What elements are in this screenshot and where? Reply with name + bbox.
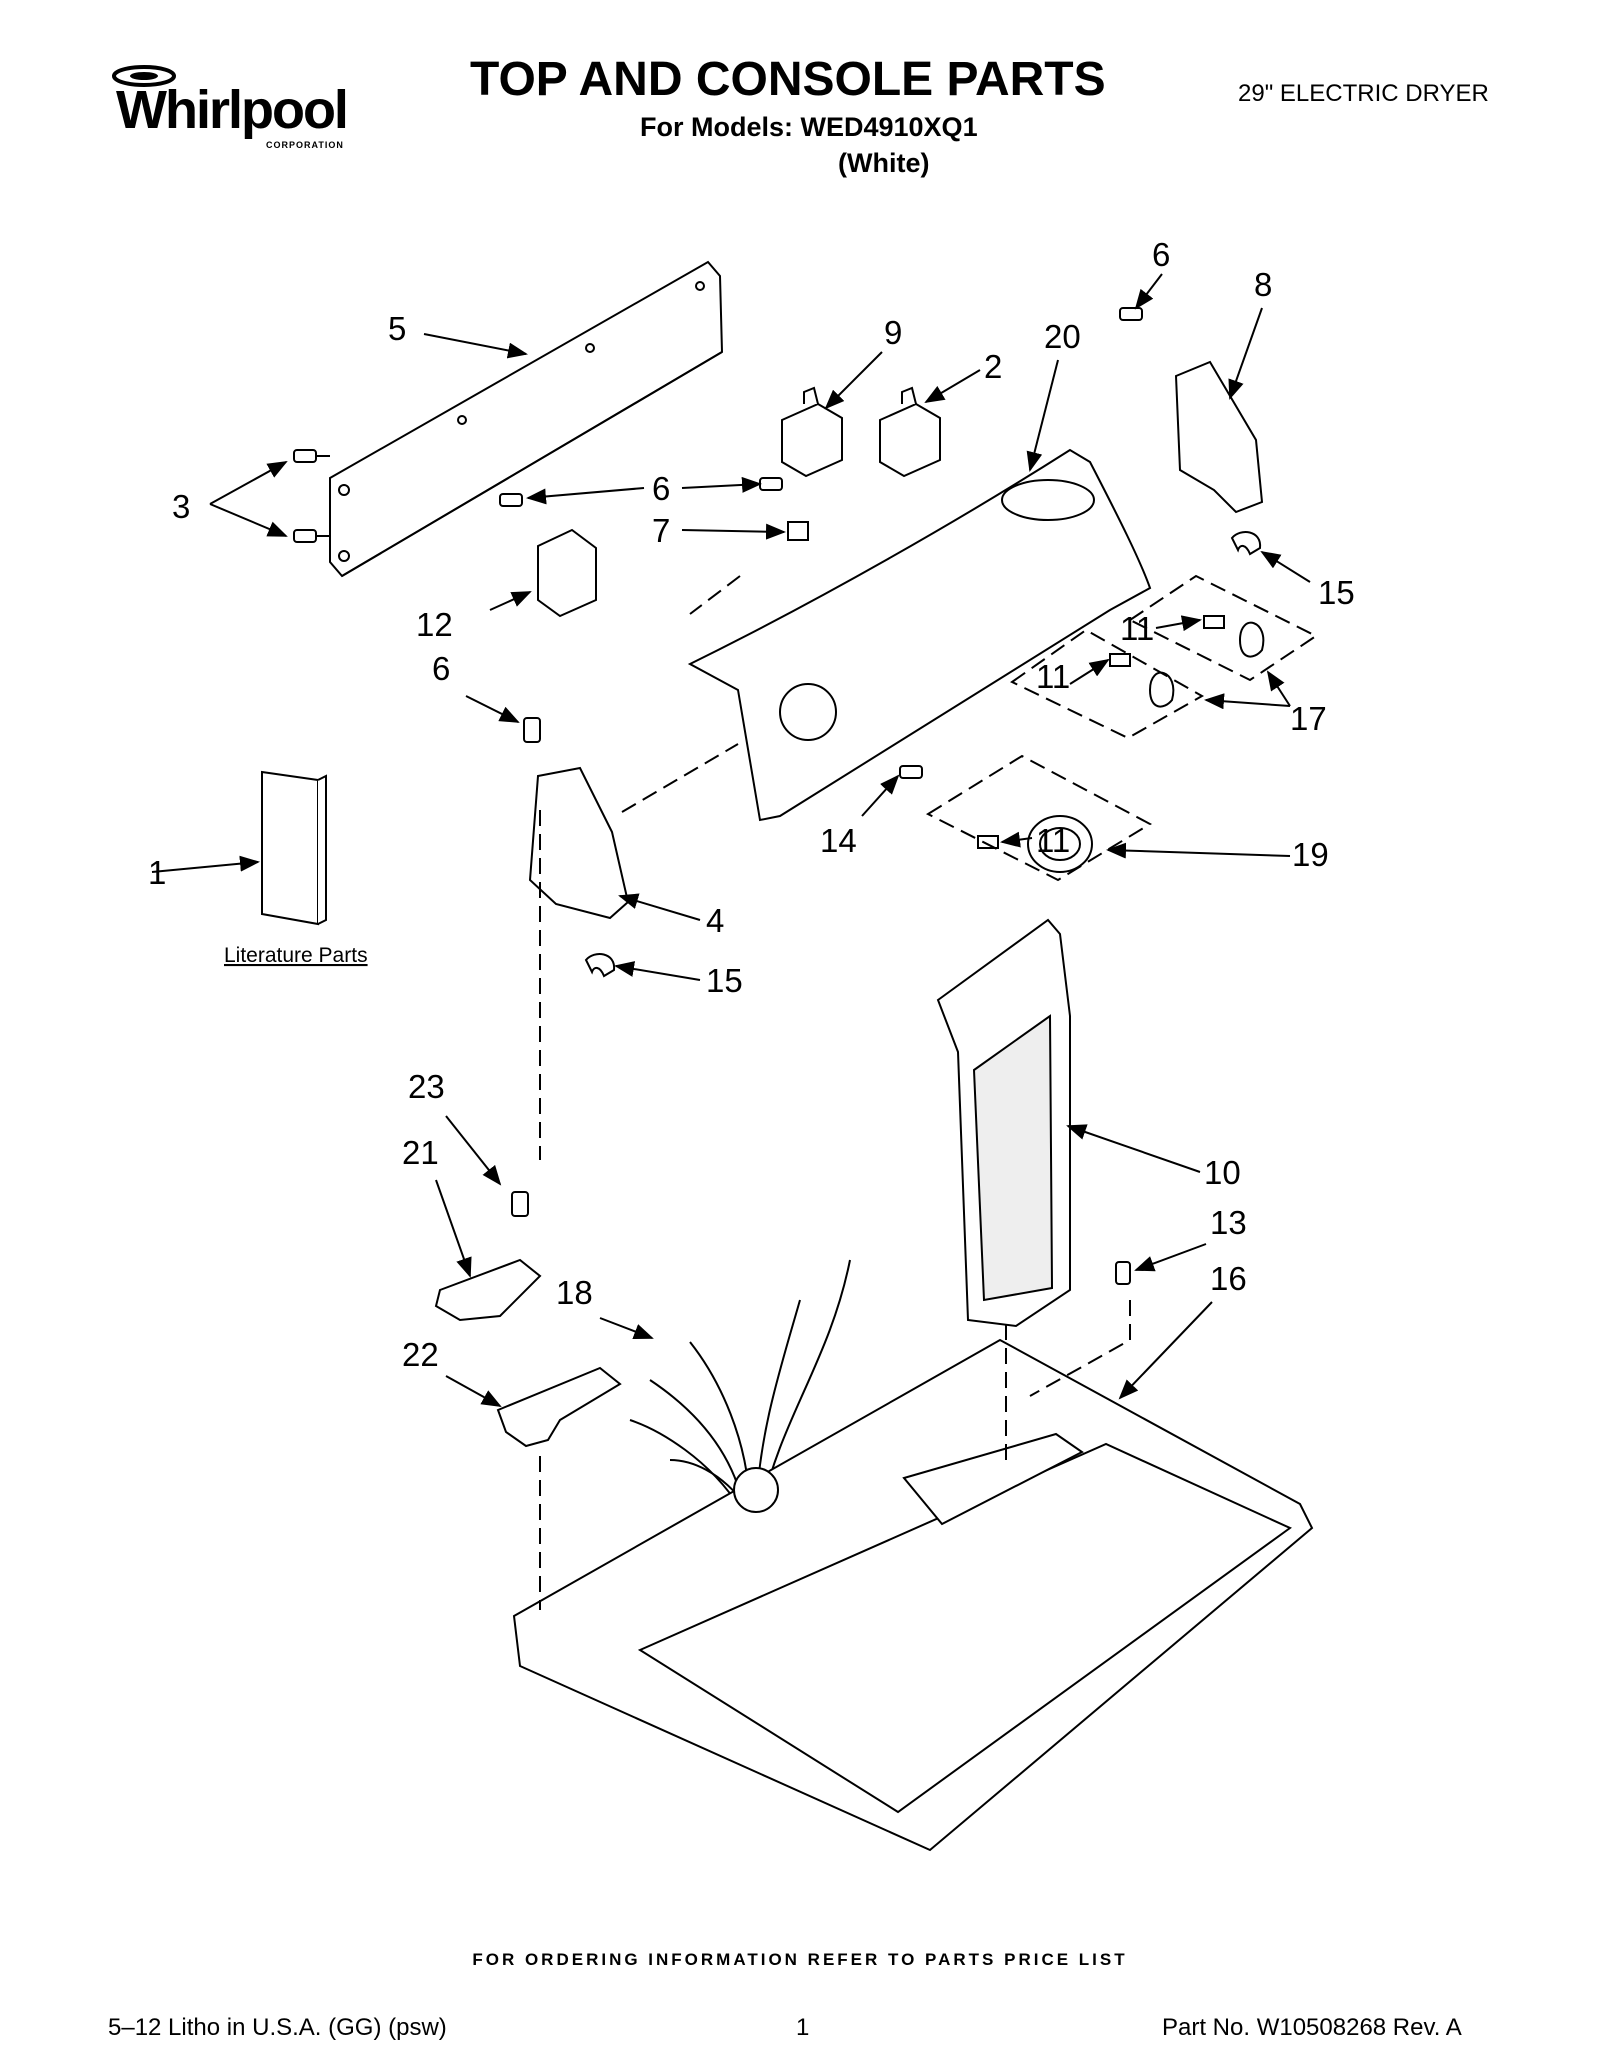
callout-11-a: 11 (1120, 610, 1154, 647)
callout-6-b: 6 (1152, 236, 1170, 273)
part-11-insert-b (1109, 653, 1131, 667)
callout-1: 1 (148, 854, 166, 891)
callout-8: 8 (1254, 266, 1272, 303)
part-2-switch (879, 402, 941, 478)
callout-16: 16 (1210, 1260, 1247, 1297)
part-17-knob-b (1148, 671, 1175, 708)
part-23-screw (511, 1191, 529, 1217)
callout-14: 14 (820, 822, 857, 859)
group-17-box-b (1010, 628, 1205, 740)
callout-3: 3 (172, 488, 190, 525)
callout-11-c: 11 (1036, 822, 1070, 859)
callout-13: 13 (1210, 1204, 1247, 1241)
callout-6-c: 6 (432, 650, 450, 687)
part-13-screw (1115, 1261, 1131, 1285)
ordering-note: FOR ORDERING INFORMATION REFER TO PARTS … (472, 1950, 1128, 1969)
whirlpool-logo: Whirlpool CORPORATION (108, 58, 368, 158)
callout-7: 7 (652, 512, 670, 549)
callout-5: 5 (388, 310, 406, 347)
part-6-screw-c (1119, 307, 1143, 321)
callout-10: 10 (1204, 1154, 1241, 1191)
callout-20: 20 (1044, 318, 1081, 355)
callout-18: 18 (556, 1274, 593, 1311)
models-line: For Models: WED4910XQ1 (640, 112, 978, 142)
logo-wordmark: Whirlpool (116, 80, 349, 140)
callout-11-b: 11 (1036, 658, 1070, 695)
part-8-end-cap-bracket (1174, 360, 1264, 514)
group-19-box (925, 754, 1153, 882)
part-number: Part No. W10508268 Rev. A (1162, 2014, 1462, 2041)
part-6-screw-b (759, 477, 783, 491)
callout-15-b: 15 (706, 962, 743, 999)
page-number: 1 (796, 2014, 810, 2041)
part-11-insert-a (1203, 615, 1225, 629)
part-6-screw-d (523, 717, 541, 743)
callout-22: 22 (402, 1336, 439, 1373)
part-15-clip-b (584, 953, 616, 978)
part-6-screw-a (499, 493, 523, 507)
callout-12: 12 (416, 606, 453, 643)
part-17-knob-a (1238, 621, 1265, 658)
part-15-clip-a (1230, 531, 1262, 556)
part-3-screws (293, 449, 330, 543)
litho-info: 5–12 Litho in U.S.A. (GG) (psw) (108, 2014, 447, 2041)
callout-6-a: 6 (652, 470, 670, 507)
exploded-view-diagram: 5 3 6 7 9 2 20 6 8 15 11 11 17 11 19 14 … (148, 236, 1355, 1852)
callout-2: 2 (984, 348, 1002, 385)
callout-23: 23 (408, 1068, 445, 1105)
group-17-box-a (1128, 574, 1318, 682)
callout-19: 19 (1292, 836, 1329, 873)
callout-4: 4 (706, 902, 724, 939)
part-9-switch (781, 402, 843, 478)
callout-21: 21 (402, 1134, 439, 1171)
part-12-timer (537, 528, 597, 618)
part-1-literature (261, 770, 319, 926)
page-title: TOP AND CONSOLE PARTS (470, 53, 1106, 106)
callout-17: 17 (1290, 700, 1327, 737)
part-4-end-cap (528, 766, 630, 920)
logo-swirl-icon (112, 65, 176, 87)
part-11-insert-c (977, 835, 999, 849)
callout-15-a: 15 (1318, 574, 1355, 611)
color-variant: (White) (838, 148, 930, 178)
callout-9: 9 (884, 314, 902, 351)
part-14-screw (899, 765, 923, 779)
part-21-bracket (434, 1258, 542, 1322)
product-type: 29" ELECTRIC DRYER (1238, 80, 1489, 107)
part-22-shield (496, 1366, 622, 1448)
literature-parts-label: Literature Parts (224, 944, 368, 967)
part-7-clip (787, 521, 809, 541)
part-16-top-panel (512, 1338, 1314, 1852)
logo-corporation: CORPORATION (266, 140, 344, 150)
